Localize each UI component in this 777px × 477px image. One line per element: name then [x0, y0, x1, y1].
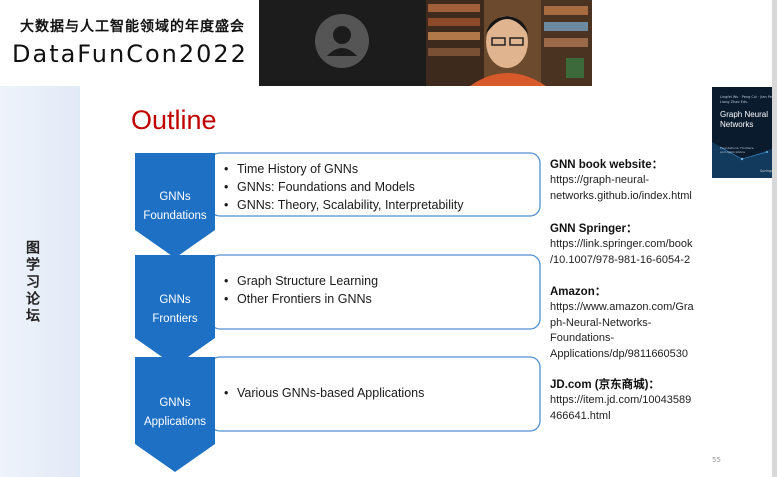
chevron-label-frontiers: GNNs Frontiers: [135, 291, 215, 329]
section-frontiers-chevron: [135, 255, 215, 366]
left-side-band: [0, 86, 80, 477]
reference-title: GNN Springer：: [550, 223, 638, 235]
reference-title: GNN book website：: [550, 159, 664, 171]
reference-link[interactable]: Foundations-: [550, 332, 615, 344]
chevron-label-line: Foundations: [143, 210, 207, 222]
conference-brand: DataFunCon2022: [12, 40, 248, 68]
reference-link[interactable]: networks.github.io/index.html: [550, 189, 692, 202]
section-foundations-chevron: [135, 153, 215, 258]
reference-link[interactable]: https://graph-neural-: [550, 174, 650, 186]
reference-link[interactable]: Applications/dp/9811660530: [550, 347, 689, 360]
bullet-item: Graph Structure Learning: [224, 272, 378, 290]
forum-side-label: 图学习论坛: [24, 240, 40, 325]
chevron-label-line: GNNs: [159, 397, 191, 409]
reference-gnn-springer: GNN Springer： https://link.springer.com/…: [550, 221, 730, 268]
reference-link[interactable]: 466641.html: [550, 409, 611, 422]
book-title: Graph Neural Networks: [720, 110, 769, 129]
avatar-icon: [315, 14, 369, 68]
participant-video-tile-camera-off[interactable]: [259, 0, 426, 86]
reference-amazon: Amazon： https://www.amazon.com/Gra ph-Ne…: [550, 284, 730, 362]
reference-link[interactable]: https://item.jd.com/10043589: [550, 394, 692, 406]
speaker-video-tile[interactable]: [426, 0, 592, 86]
reference-link[interactable]: /10.1007/978-981-16-6054-2: [550, 253, 691, 266]
speaker-video-frame: [426, 0, 592, 86]
chevron-label-applications: GNNs Applications: [135, 394, 215, 432]
slide-page-number: 55: [712, 456, 721, 464]
book-authors: Lingfei Wu · Peng Cui · Jian Pei · Liang…: [720, 95, 776, 104]
chevron-label-line: GNNs: [159, 191, 191, 203]
reference-link[interactable]: https://www.amazon.com/Gra: [550, 301, 694, 313]
book-publisher: Springer: [760, 169, 775, 173]
book-subtitle: Foundations, Frontiers, and Applications: [720, 146, 755, 154]
foundations-bullet-list: Time History of GNNs GNNs: Foundations a…: [224, 160, 463, 214]
reference-link[interactable]: https://link.springer.com/book: [550, 238, 693, 250]
section-applications-chevron: [135, 357, 215, 472]
reference-gnn-book-website: GNN book website： https://graph-neural- …: [550, 157, 730, 204]
chevron-label-line: GNNs: [159, 294, 191, 306]
reference-title: JD.com (京东商城)：: [550, 379, 660, 391]
chevron-label-line: Frontiers: [152, 313, 198, 325]
reference-title: Amazon：: [550, 286, 607, 298]
bullet-item: Other Frontiers in GNNs: [224, 290, 378, 308]
frontiers-bullet-list: Graph Structure Learning Other Frontiers…: [224, 272, 378, 308]
bullet-item: GNNs: Theory, Scalability, Interpretabil…: [224, 196, 463, 214]
book-cover-art: [712, 87, 777, 178]
book-cover-image: Lingfei Wu · Peng Cui · Jian Pei · Liang…: [712, 87, 777, 178]
window-right-edge: [772, 0, 777, 477]
slide-title: Outline: [131, 105, 217, 135]
reference-jd: JD.com (京东商城)： https://item.jd.com/10043…: [550, 377, 730, 424]
chevron-label-line: Applications: [143, 416, 206, 428]
chevron-label-foundations: GNNs Foundations: [135, 188, 215, 226]
bullet-item: Various GNNs-based Applications: [224, 384, 424, 402]
bullet-item: GNNs: Foundations and Models: [224, 178, 463, 196]
bullet-item: Time History of GNNs: [224, 160, 463, 178]
conference-title: 大数据与人工智能领域的年度盛会: [20, 19, 245, 35]
applications-bullet-list: Various GNNs-based Applications: [224, 384, 424, 402]
reference-link[interactable]: ph-Neural-Networks-: [550, 316, 652, 329]
